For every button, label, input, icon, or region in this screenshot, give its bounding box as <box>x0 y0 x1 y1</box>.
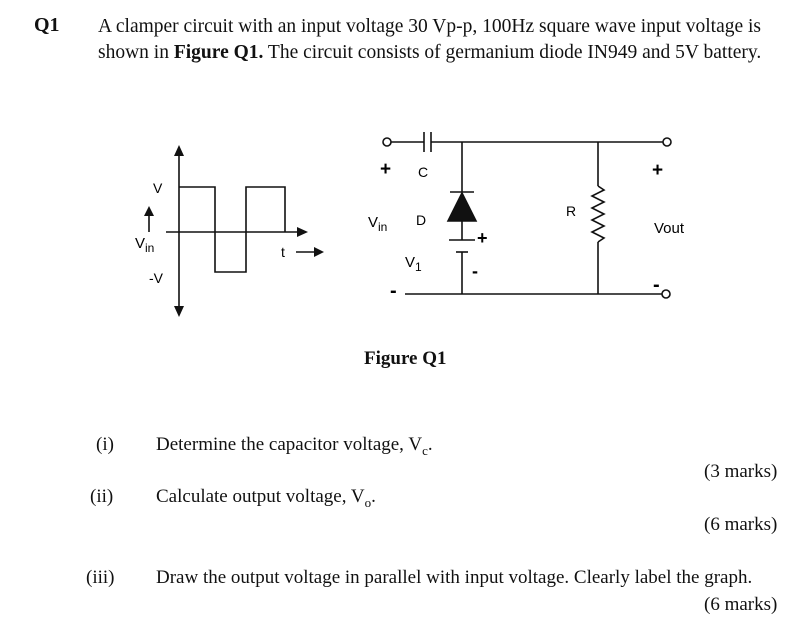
part-text: Calculate output voltage, Vo. <box>156 486 376 511</box>
circuit-vin-label: Vin <box>368 214 387 234</box>
waveform-vin-label: Vin <box>135 235 154 255</box>
part-text-subscript: c <box>422 442 428 458</box>
t-label-arrow-head <box>314 247 324 257</box>
v-axis-up-arrow <box>174 145 184 156</box>
question-number: Q1 <box>34 14 60 36</box>
waveform-v-neg-label: -V <box>149 270 164 286</box>
battery-label-sub: 1 <box>415 260 422 274</box>
vin-arrow-head <box>144 206 154 216</box>
input-plus-sign: + <box>380 159 391 180</box>
waveform-vin-sub: in <box>145 241 154 255</box>
figure-caption: Figure Q1 <box>364 348 447 369</box>
part-text-main: Draw the output voltage in parallel with… <box>156 567 753 588</box>
battery-minus-sign: - <box>472 261 478 281</box>
part-marks: (3 marks) <box>704 461 778 482</box>
t-axis-arrow <box>297 227 308 237</box>
input-waveform <box>144 145 324 317</box>
capacitor-label: C <box>418 164 428 180</box>
question-text: A clamper circuit with an input voltage … <box>98 14 788 66</box>
part-roman-numeral: (iii) <box>86 567 115 588</box>
output-minus-sign: - <box>653 274 660 296</box>
resistor-label: R <box>566 203 576 219</box>
output-terminal-bottom <box>661 289 671 299</box>
waveform-time-label: t <box>281 244 285 260</box>
part-text-end: . <box>371 486 376 507</box>
vout-label: Vout <box>654 220 685 237</box>
clamper-circuit <box>382 132 672 299</box>
input-minus-sign: - <box>390 280 397 302</box>
square-wave <box>179 186 286 273</box>
battery-label: V1 <box>405 254 422 274</box>
part-text: Determine the capacitor voltage, Vc. <box>156 434 433 459</box>
diode-triangle <box>446 191 478 222</box>
part-text-main: Determine the capacitor voltage, V <box>156 434 423 455</box>
input-terminal-top <box>382 137 392 147</box>
output-terminal-top <box>662 137 672 147</box>
battery-plus-sign: + <box>477 228 488 248</box>
resistor-zigzag <box>590 185 606 243</box>
part-marks: (6 marks) <box>704 514 778 535</box>
part-text: Draw the output voltage in parallel with… <box>156 567 752 589</box>
part-text-main: Calculate output voltage, V <box>156 486 365 507</box>
figure-reference: Figure Q1. <box>173 42 264 63</box>
part-roman-numeral: (ii) <box>90 486 114 507</box>
circuit-vin-main: V <box>368 214 378 231</box>
v-axis-down-arrow <box>174 306 184 317</box>
diode-label: D <box>416 212 426 228</box>
circuit-vin-sub: in <box>378 220 387 234</box>
part-text-subscript: o <box>364 494 372 510</box>
question-text-pre: A clamper circuit with an input voltage … <box>98 16 762 63</box>
question-text-post: The circuit consists of germanium diode … <box>263 42 762 63</box>
part-text-end: . <box>427 434 433 455</box>
output-plus-sign: + <box>652 160 663 181</box>
part-roman-numeral: (i) <box>96 434 114 455</box>
battery-label-main: V <box>405 254 415 271</box>
waveform-v-pos-label: V <box>153 180 163 196</box>
part-marks: (6 marks) <box>704 594 778 615</box>
waveform-vin-main: V <box>135 235 145 252</box>
